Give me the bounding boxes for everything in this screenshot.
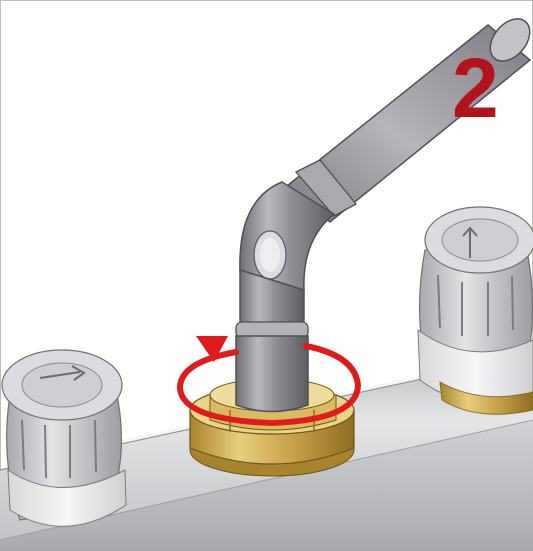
step-number-label: 2 xyxy=(452,41,499,135)
right-handle-knob xyxy=(417,206,533,415)
rotate-counterclockwise-arrow-icon xyxy=(176,336,362,427)
left-handle-knob xyxy=(1,349,127,527)
faucet-spout xyxy=(235,18,532,413)
